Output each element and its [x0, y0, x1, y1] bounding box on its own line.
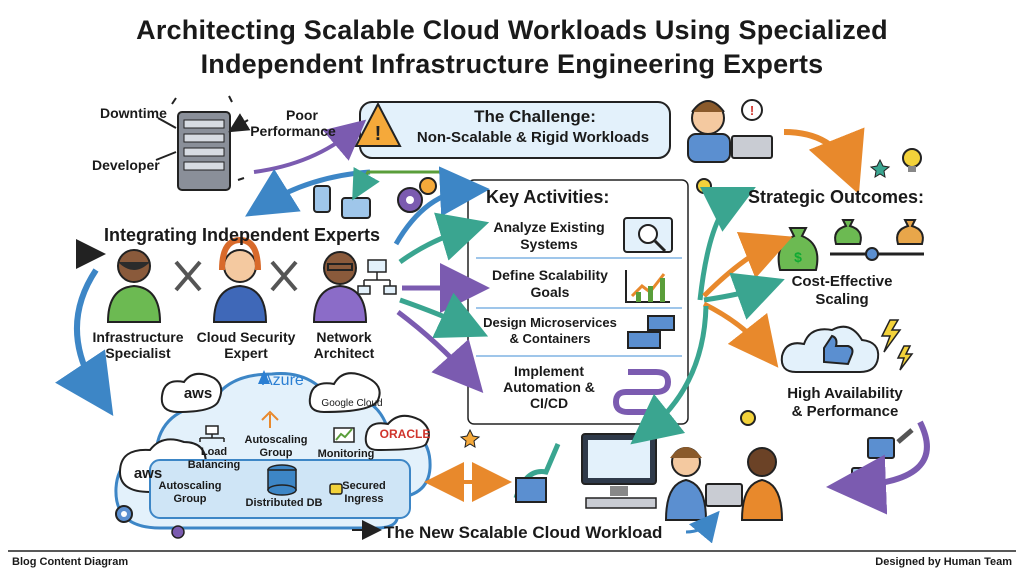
outcome-1-line2: Scaling: [815, 291, 869, 308]
activity-4-line2: Automation &: [503, 379, 595, 395]
component-ingress-line2: Ingress: [344, 493, 384, 505]
phone-icon: [313, 185, 331, 213]
challenge-title: The Challenge:: [474, 107, 596, 126]
footer-left: Blog Content Diagram: [12, 556, 129, 568]
component-asg-top-line2: Group: [259, 447, 293, 459]
gear-icon: [397, 177, 437, 213]
activity-2-line2: Goals: [530, 284, 570, 300]
outcome-2-line2: & Performance: [791, 403, 899, 420]
network-icon: [199, 425, 225, 442]
people-icon: [664, 447, 784, 521]
challenge-subtitle: Non-Scalable & Rigid Workloads: [416, 129, 650, 146]
component-monitoring: Monitoring: [317, 448, 375, 460]
container-icon: [627, 315, 675, 349]
expert-infrastructure: [106, 249, 162, 323]
pipeline-icon: [612, 369, 672, 415]
outcomes-heading: Strategic Outcomes:: [748, 187, 925, 207]
network-icon: [357, 259, 397, 295]
thumbs-up-cloud-icon: [780, 325, 880, 373]
provider-azure: Azure: [262, 372, 304, 389]
problem-performance: Performance: [250, 123, 336, 139]
title-line-1: Architecting Scalable Cloud Workloads Us…: [136, 15, 888, 45]
component-load-line2: Balancing: [187, 459, 241, 471]
provider-google: Google Cloud: [321, 398, 383, 409]
activity-4-line1: Implement: [513, 363, 584, 379]
expert-1-line1: Infrastructure: [92, 329, 184, 345]
experts-heading: Integrating Independent Experts: [104, 225, 381, 245]
activity-1-line1: Analyze Existing: [493, 219, 605, 235]
component-ingress-line1: Secured: [342, 480, 386, 492]
lightning-icon: [880, 319, 914, 371]
slider-icon: [830, 247, 924, 261]
expert-1-line2: Specialist: [105, 345, 171, 361]
provider-aws-left: aws: [133, 465, 163, 482]
azure-logo: [258, 370, 270, 384]
provider-oracle: ORACLE: [379, 427, 431, 441]
stressed-person-icon: !: [687, 99, 773, 163]
activities-heading: Key Activities:: [486, 187, 610, 207]
monitor-icon: [581, 433, 657, 509]
gear-icon: [115, 505, 185, 539]
monitor-icon: [867, 437, 895, 459]
component-db: Distributed DB: [245, 497, 323, 509]
outcome-2-line1: High Availability: [787, 385, 903, 402]
outcome-1-line1: Cost-Effective: [791, 273, 893, 290]
expert-3-line1: Network: [316, 329, 372, 345]
expert-security: [212, 236, 268, 323]
activity-2-line1: Define Scalability: [492, 267, 608, 283]
title-line-2: Independent Infrastructure Engineering E…: [200, 49, 824, 79]
new-workload-label: The New Scalable Cloud Workload: [384, 523, 663, 542]
tools-icon: [174, 260, 298, 292]
footer-right: Designed by Human Team: [875, 556, 1012, 568]
svg-text:!: !: [375, 123, 382, 145]
component-asg-top-line1: Autoscaling: [244, 434, 308, 446]
star-icon: [869, 158, 891, 178]
server-icon: [171, 95, 245, 191]
svg-text:$: $: [794, 249, 802, 265]
expert-3-line2: Architect: [313, 345, 375, 361]
component-asg-left-line2: Group: [173, 493, 207, 505]
container-icon: [515, 477, 547, 503]
warning-icon: [354, 101, 402, 147]
lock-icon: [329, 483, 343, 495]
activity-3-line1: Design Microservices: [483, 315, 617, 330]
money-bag-icon: $: [777, 219, 924, 271]
component-asg-left-line1: Autoscaling: [158, 480, 222, 492]
activity-3-line2: & Containers: [509, 331, 591, 346]
problem-downtime: Downtime: [100, 105, 167, 121]
expert-2-line1: Cloud Security: [196, 329, 296, 345]
activity-4-line3: CI/CD: [529, 395, 569, 411]
growth-chart-icon: [625, 270, 670, 303]
svg-text:!: !: [750, 103, 754, 118]
activity-1-line2: Systems: [520, 236, 578, 252]
expert-2-line2: Expert: [224, 345, 268, 361]
problem-developer: Developer: [92, 157, 160, 173]
laptop-icon: [731, 135, 773, 159]
database-icon: [267, 464, 297, 496]
expert-network: [312, 251, 368, 323]
provider-aws-top: aws: [183, 385, 213, 402]
tablet-icon: [341, 197, 371, 219]
magnifier-icon: [623, 217, 673, 253]
component-load-line1: Load: [200, 446, 228, 458]
problem-poor: Poor: [286, 107, 318, 123]
